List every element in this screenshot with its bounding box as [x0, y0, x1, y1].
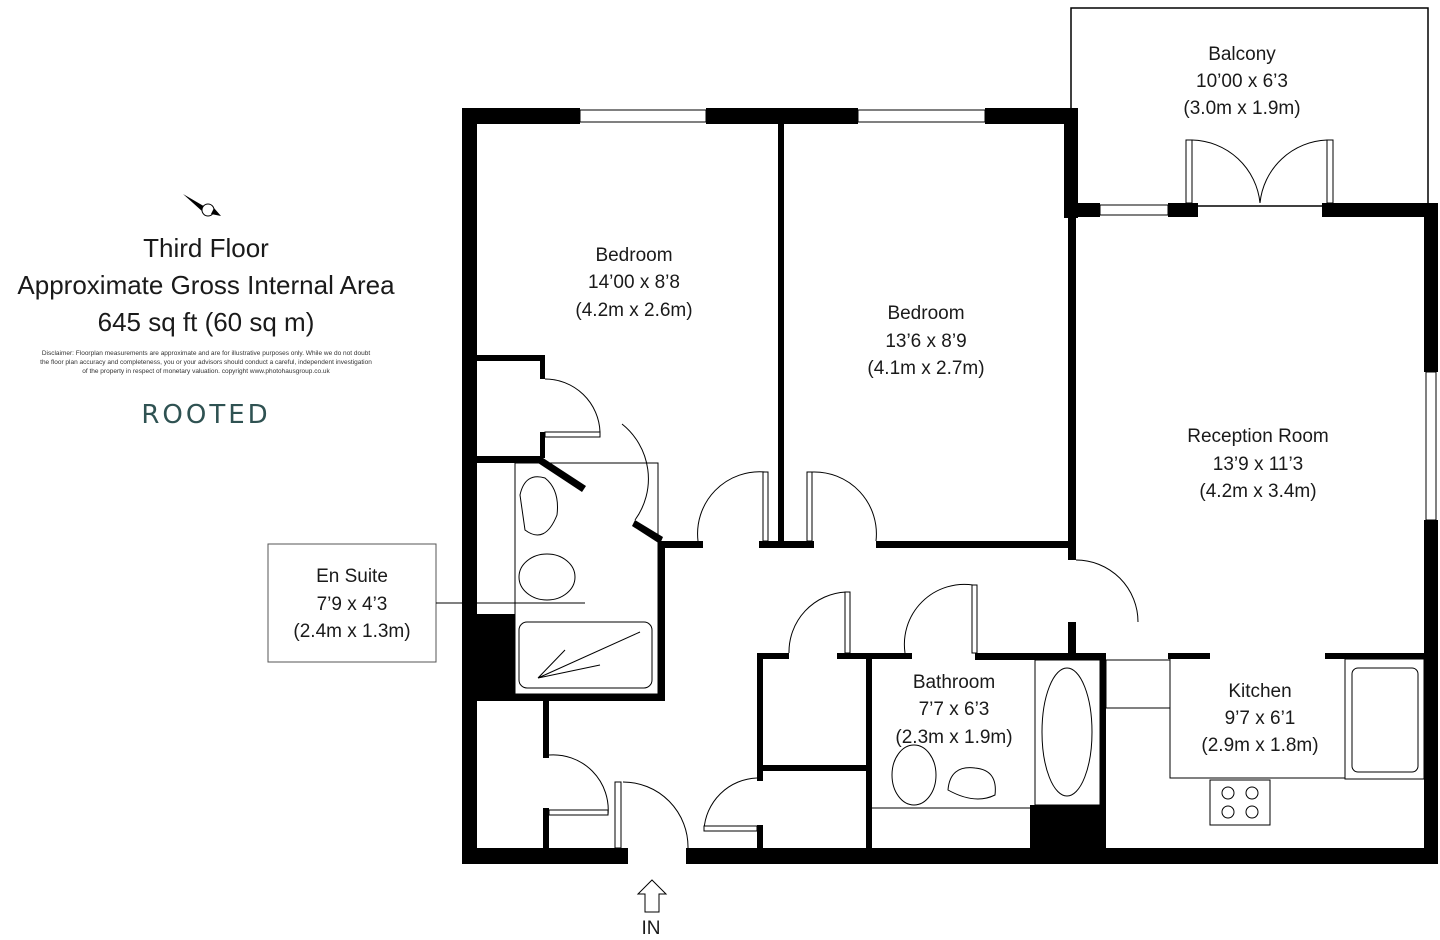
- svg-text:(4.1m x 2.7m): (4.1m x 2.7m): [867, 358, 984, 379]
- interior-walls: [477, 124, 1425, 850]
- balcony-outline: [1070, 7, 1429, 207]
- room-reception: Reception Room 13’9 x 11’3 (4.2m x 3.4m): [1187, 426, 1329, 502]
- room-bathroom: Bathroom 7’7 x 6’3 (2.3m x 1.9m): [895, 672, 1012, 748]
- svg-text:(2.4m x 1.3m): (2.4m x 1.3m): [293, 621, 410, 642]
- room-balcony: Balcony 10’00 x 6’3 (3.0m x 1.9m): [1183, 44, 1300, 119]
- floorplan-info: Third Floor Approximate Gross Internal A…: [0, 194, 412, 430]
- area-label: Approximate Gross Internal Area: [17, 270, 395, 300]
- hob-icon: [1209, 779, 1271, 826]
- svg-text:Bathroom: Bathroom: [913, 672, 995, 693]
- svg-text:Bedroom: Bedroom: [887, 303, 964, 324]
- svg-text:Balcony: Balcony: [1208, 44, 1276, 65]
- svg-text:Bedroom: Bedroom: [595, 245, 672, 266]
- floor-title: Third Floor: [143, 233, 269, 263]
- ensuite-toilet-icon: [518, 553, 576, 601]
- entrance-label: IN: [642, 918, 661, 939]
- svg-text:7’9 x 4’3: 7’9 x 4’3: [317, 594, 388, 615]
- svg-text:(2.9m x 1.8m): (2.9m x 1.8m): [1201, 735, 1318, 756]
- fixtures: [514, 462, 1425, 826]
- svg-text:7’7 x 6’3: 7’7 x 6’3: [919, 699, 990, 720]
- svg-text:13’9 x 11’3: 13’9 x 11’3: [1213, 454, 1304, 475]
- ensuite-basin-icon: [519, 476, 558, 536]
- svg-text:(3.0m x 1.9m): (3.0m x 1.9m): [1183, 98, 1300, 119]
- svg-text:9’7 x 6’1: 9’7 x 6’1: [1225, 708, 1296, 729]
- svg-text:(4.2m x 3.4m): (4.2m x 3.4m): [1199, 481, 1316, 502]
- kitchen-counter: [1105, 659, 1171, 709]
- compass-icon: [183, 194, 221, 217]
- brand-logo: ROOTED: [141, 400, 271, 430]
- svg-text:Kitchen: Kitchen: [1228, 681, 1291, 702]
- doors: [544, 378, 1139, 849]
- disclaimer: Disclaimer: Floorplan measurements are a…: [40, 350, 372, 375]
- entrance-arrow-icon: [636, 879, 668, 913]
- ensuite-callout-box: [267, 543, 437, 663]
- svg-text:En Suite: En Suite: [316, 566, 388, 587]
- bathroom-basin-icon: [947, 767, 996, 800]
- outer-walls: [462, 108, 1438, 864]
- svg-text:(4.2m x 2.6m): (4.2m x 2.6m): [575, 300, 692, 321]
- svg-text:(2.3m x 1.9m): (2.3m x 1.9m): [895, 727, 1012, 748]
- bath-icon: [1034, 659, 1101, 806]
- balcony-doors: [1185, 139, 1334, 204]
- room-ensuite: En Suite 7’9 x 4’3 (2.4m x 1.3m): [293, 566, 410, 642]
- svg-text:13’6 x 8’9: 13’6 x 8’9: [885, 331, 966, 352]
- kitchen-sink-icon: [1351, 667, 1419, 773]
- room-kitchen: Kitchen 9’7 x 6’1 (2.9m x 1.8m): [1201, 681, 1318, 756]
- room-bedroom-2: Bedroom 13’6 x 8’9 (4.1m x 2.7m): [867, 303, 984, 379]
- area-value: 645 sq ft (60 sq m): [97, 307, 315, 337]
- svg-text:10’00 x 6’3: 10’00 x 6’3: [1196, 71, 1288, 92]
- ensuite-shower-icon: [518, 621, 653, 689]
- svg-text:14’00 x 8’8: 14’00 x 8’8: [588, 272, 680, 293]
- svg-text:Reception Room: Reception Room: [1187, 426, 1329, 447]
- room-bedroom-1: Bedroom 14’00 x 8’8 (4.2m x 2.6m): [575, 245, 692, 321]
- bathroom-toilet-icon: [891, 744, 937, 806]
